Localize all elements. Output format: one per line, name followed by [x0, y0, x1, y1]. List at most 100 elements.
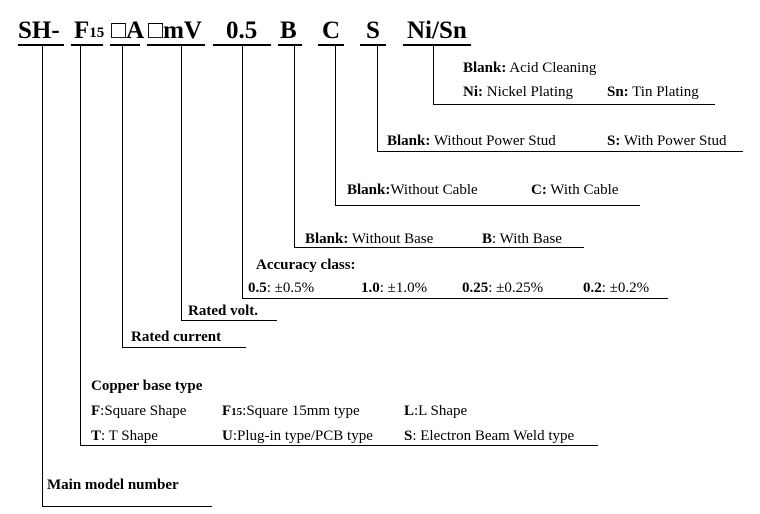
base-b-option: B: With Base: [482, 230, 562, 248]
accuracy-option-0-25: 0.25: ±0.25%: [462, 279, 543, 297]
cable-c-key: C:: [531, 182, 547, 198]
power-stud-s-key: S:: [607, 133, 621, 149]
code-segment-rated-current: □A: [111, 17, 145, 44]
connector-rated-volt: [181, 45, 182, 321]
cable-blank-option: Blank:Without Cable: [347, 181, 478, 199]
base-b-key: B: [482, 231, 493, 247]
cable-c-option: C: With Cable: [531, 181, 618, 199]
code-segment-rated-volt: □mV: [148, 17, 202, 44]
underline-plating: [403, 44, 471, 46]
underline-power-stud: [360, 44, 386, 46]
leader-copper-base: [80, 445, 598, 446]
code-segment-power-stud: S: [366, 17, 380, 44]
copper-base-s-value: : Electron Beam Weld type: [412, 428, 575, 444]
code-segment-copper-base: F15: [74, 17, 104, 48]
copper-base-s-key: S: [404, 428, 413, 444]
plating-ni-option: Ni: Nickel Plating: [463, 83, 573, 101]
accuracy-option-0-5: 0.5: ±0.5%: [248, 279, 314, 297]
plating-blank-option: Blank: Acid Cleaning: [463, 59, 596, 77]
power-stud-blank-value: Without Power Stud: [430, 133, 556, 149]
leader-rated-volt: [181, 320, 277, 321]
code-segment-cable: C: [322, 17, 341, 44]
copper-base-f-option: F:Square Shape: [91, 402, 186, 420]
copper-base-f-key: F: [91, 403, 101, 419]
underline-copper-base: [71, 44, 103, 46]
connector-accuracy: [242, 45, 243, 299]
rated-current-label: Rated current: [131, 328, 221, 346]
connector-rated-current: [122, 45, 123, 348]
cable-c-value: With Cable: [546, 182, 619, 198]
base-blank-value: Without Base: [348, 231, 434, 247]
leader-base: [294, 247, 584, 248]
rated-current-text: Rated current: [131, 329, 222, 345]
code-segment-base: B: [280, 17, 297, 44]
connector-power-stud: [377, 45, 378, 152]
copper-base-t-option: T: T Shape: [91, 427, 158, 445]
copper-base-t-key: T: [91, 428, 102, 444]
rated-volt-text: Rated volt.: [188, 303, 258, 319]
plating-sn-value: Tin Plating: [628, 84, 699, 100]
accuracy-value: : ±1.0%: [379, 280, 428, 296]
accuracy-key: 0.25: [462, 280, 489, 296]
cable-blank-value: Without Cable: [390, 182, 478, 198]
plating-ni-key: Ni:: [463, 84, 483, 100]
connector-cable: [335, 45, 336, 206]
code-segment-plating: Ni/Sn: [407, 17, 467, 44]
copper-base-l-value: :L Shape: [414, 403, 468, 419]
leader-power-stud: [377, 151, 743, 152]
accuracy-value: : ±0.2%: [601, 280, 650, 296]
copper-base-s-option: S: Electron Beam Weld type: [404, 427, 574, 445]
underline-base: [278, 44, 302, 46]
copper-base-u-key: U: [222, 428, 233, 444]
underline-rated-current: [110, 44, 140, 46]
copper-base-t-value: : T Shape: [101, 428, 158, 444]
copper-base-u-value: :Plug-in type/PCB type: [232, 428, 373, 444]
base-b-value: : With Base: [492, 231, 562, 247]
connector-copper-base: [80, 45, 81, 445]
accuracy-key: 1.0: [361, 280, 380, 296]
power-stud-blank-key: Blank:: [387, 133, 431, 149]
copper-base-f15-option: F15:Square 15mm type: [222, 402, 360, 421]
accuracy-value: : ±0.5%: [266, 280, 315, 296]
connector-main-model: [42, 45, 43, 507]
leader-plating: [433, 104, 715, 105]
rated-volt-label: Rated volt.: [188, 302, 258, 320]
plating-blank-key: Blank:: [463, 60, 507, 76]
plating-sn-option: Sn: Tin Plating: [607, 83, 699, 101]
plating-blank-value: Acid Cleaning: [506, 60, 597, 76]
accuracy-value: : ±0.25%: [488, 280, 544, 296]
copper-base-l-key: L: [404, 403, 415, 419]
code-copper-base-letter: F: [74, 17, 90, 44]
base-blank-option: Blank: Without Base: [305, 230, 433, 248]
copper-base-f15-key: F: [222, 403, 232, 419]
copper-base-u-option: U:Plug-in type/PCB type: [222, 427, 373, 445]
copper-base-f15-value: :Square 15mm type: [242, 403, 360, 419]
power-stud-s-option: S: With Power Stud: [607, 132, 727, 150]
leader-main-model: [42, 506, 212, 507]
accuracy-title: Accuracy class:: [256, 256, 356, 274]
copper-base-title: Copper base type: [91, 377, 202, 395]
copper-base-f15-subscript: 15: [231, 406, 243, 418]
underline-rated-volt: [147, 44, 205, 46]
underline-series: [18, 44, 64, 46]
underline-cable: [318, 44, 344, 46]
code-copper-base-subscript: 15: [89, 25, 105, 41]
connector-plating: [433, 45, 434, 105]
accuracy-key: 0.2: [583, 280, 602, 296]
leader-accuracy: [242, 298, 668, 299]
cable-blank-key: Blank:: [347, 182, 391, 198]
accuracy-option-1-0: 1.0: ±1.0%: [361, 279, 427, 297]
main-model-label: Main model number: [47, 476, 179, 494]
main-model-text: Main model number: [47, 477, 179, 493]
accuracy-option-0-2: 0.2: ±0.2%: [583, 279, 649, 297]
copper-base-f-value: :Square Shape: [100, 403, 187, 419]
power-stud-s-value: With Power Stud: [620, 133, 727, 149]
accuracy-key: 0.5: [248, 280, 267, 296]
plating-ni-value: Nickel Plating: [483, 84, 573, 100]
leader-rated-current: [122, 347, 246, 348]
code-segment-accuracy: 0.5: [226, 17, 258, 44]
copper-base-title-text: Copper base type: [91, 378, 203, 394]
accuracy-title-text: Accuracy class:: [256, 257, 356, 273]
code-segment-series: SH-: [18, 17, 60, 44]
